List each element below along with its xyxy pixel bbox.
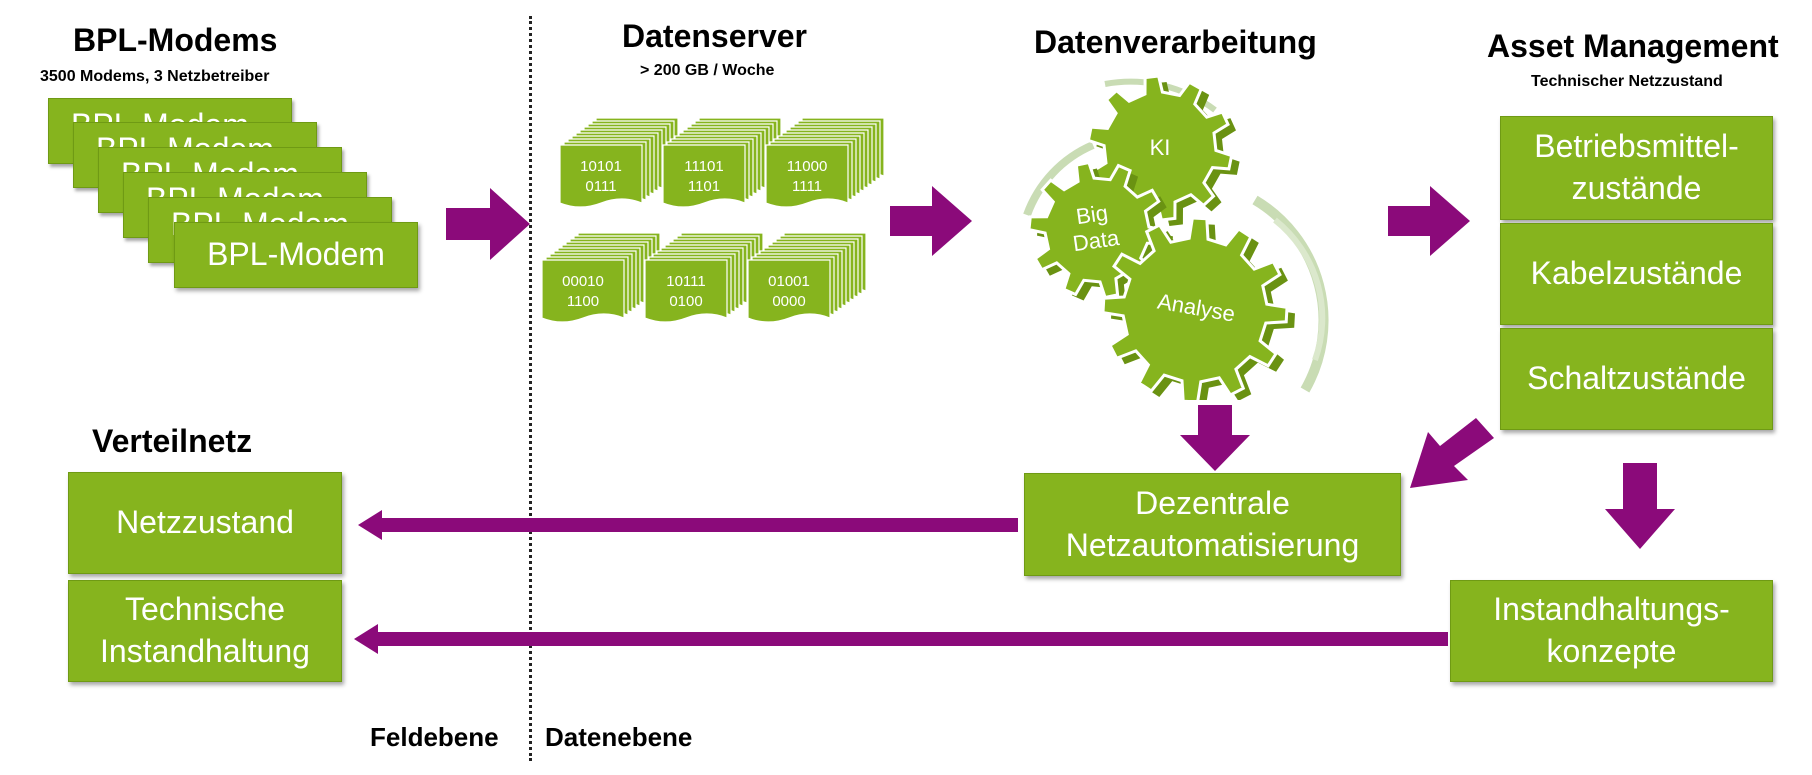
file-binary-line: 01001 [768, 273, 810, 290]
datenverarbeitung-title: Datenverarbeitung [1034, 24, 1317, 60]
file-stack-icon: 01001 0000 [747, 232, 867, 323]
arrow-right-icon [446, 188, 530, 260]
file-binary-line: 11101 [684, 158, 724, 175]
file-sheet [662, 144, 746, 208]
arrow-down-icon [1605, 463, 1675, 549]
gear-ki-label: KI [1150, 135, 1171, 160]
bpl-modems-subtitle: 3500 Modems, 3 Netzbetreiber [40, 68, 270, 85]
asset-management-subtitle: Technischer Netzzustand [1531, 73, 1723, 90]
gear-big-label: Big [1074, 200, 1109, 229]
arrow-left-icon [358, 510, 1018, 540]
file-sheet [644, 259, 728, 323]
arrow-down-icon [1180, 405, 1250, 471]
file-binary-line: 1101 [688, 178, 720, 195]
file-sheet [747, 259, 831, 323]
bpl-modems-title: BPL-Modems [73, 22, 278, 58]
gear-analyse-icon [1101, 216, 1295, 400]
file-binary-line: 00010 [562, 273, 604, 290]
feldebene-label: Feldebene [370, 722, 499, 752]
file-stack-icon: 10101 0111 [559, 117, 679, 208]
file-stack-icon: 00010 1100 [541, 232, 661, 323]
datenserver-subtitle: > 200 GB / Woche [640, 62, 775, 79]
file-binary-line: 10101 [580, 158, 622, 175]
file-binary-line: 1111 [792, 178, 822, 195]
betriebsmittel-box: Betriebsmittel- zustände [1500, 116, 1773, 220]
datenserver-title: Datenserver [622, 18, 807, 54]
file-stack-icon: 11000 1111 [765, 117, 885, 208]
file-binary-line: 0100 [669, 293, 702, 310]
file-stack-icon: 11101 1101 [662, 117, 782, 208]
verteilnetz-title: Verteilnetz [92, 423, 253, 459]
gears-graphic: KI Big Data Analyse [1023, 74, 1329, 400]
schalt-box: Schaltzustände [1500, 328, 1773, 430]
arrow-right-icon [890, 186, 972, 256]
file-binary-line: 0111 [585, 178, 616, 195]
technische-instandhaltung-box: Technische Instandhaltung [68, 580, 342, 682]
file-binary-line: 11000 [787, 158, 828, 175]
asset-management-title: Asset Management [1487, 28, 1779, 64]
dezentrale-netzautomatisierung-box: Dezentrale Netzautomatisierung [1024, 473, 1401, 576]
file-sheet [559, 144, 643, 208]
file-binary-line: 10111 [666, 273, 706, 290]
arrow-left-icon [354, 624, 1448, 654]
level-divider [529, 16, 532, 761]
netzzustand-box: Netzzustand [68, 472, 342, 574]
file-stacks: 10101 0111 11101 1101 11000 1111 00010 1100 1011… [541, 117, 885, 323]
file-binary-line: 1100 [567, 293, 599, 310]
instandhaltungskonzepte-box: Instandhaltungs- konzepte [1450, 580, 1773, 682]
bpl-modem-card-front: BPL-Modem [174, 222, 418, 288]
arrow-diagonal-icon [1410, 418, 1494, 488]
file-sheet [765, 144, 849, 208]
kabel-box: Kabelzustände [1500, 223, 1773, 325]
file-stack-icon: 10111 0100 [644, 232, 764, 323]
arrow-right-icon [1388, 186, 1470, 256]
datenebene-label: Datenebene [545, 722, 693, 752]
file-sheet [541, 259, 625, 323]
file-binary-line: 0000 [772, 293, 805, 310]
